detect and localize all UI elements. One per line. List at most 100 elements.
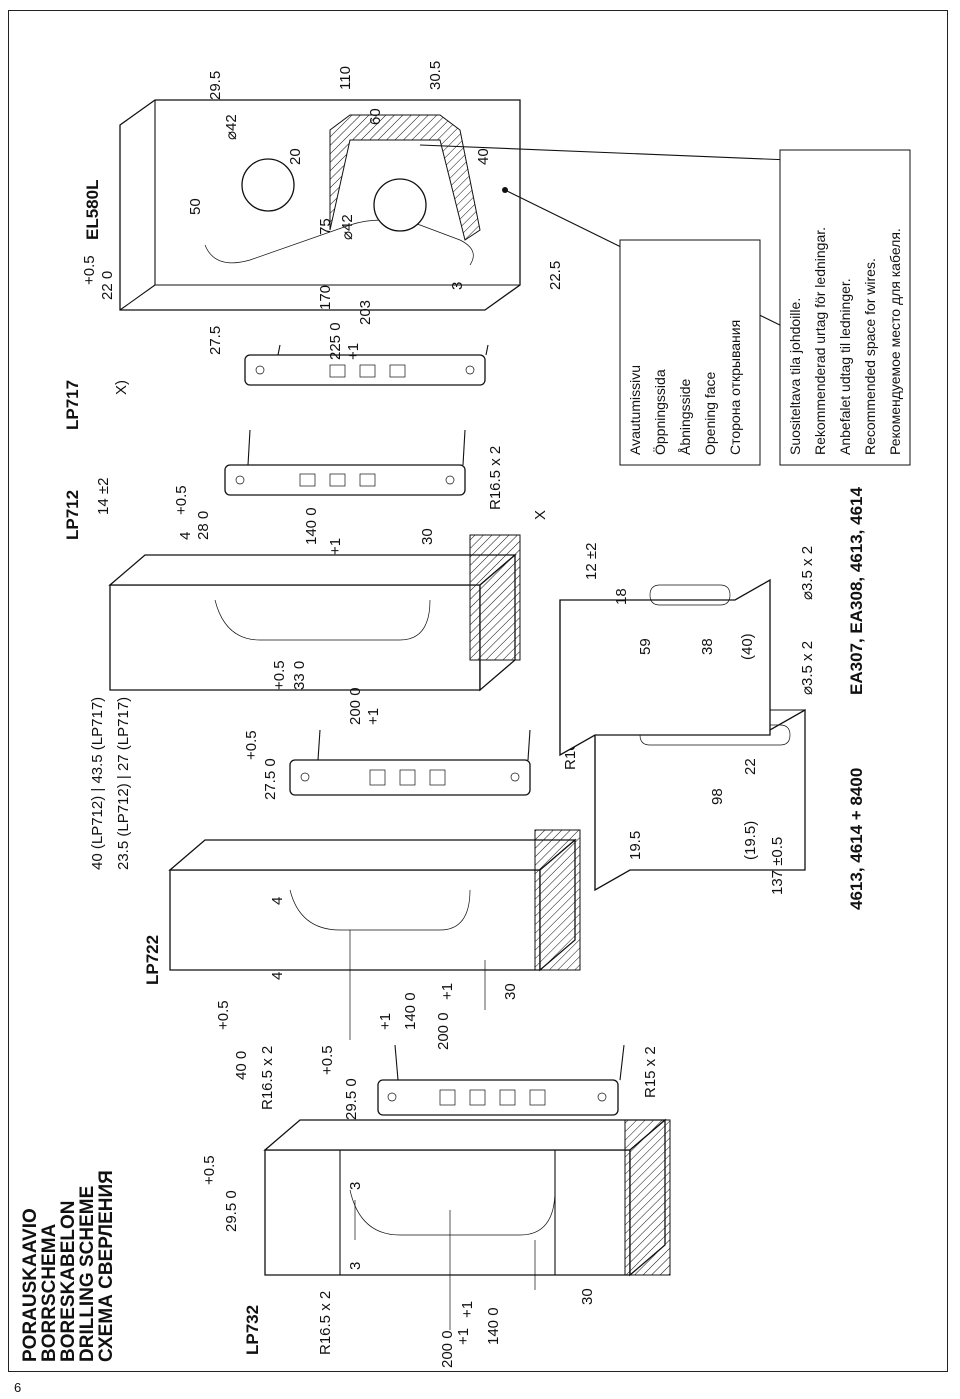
title-block: PORAUSKAAVIO BORRSCHEMA BORESKABELON DRI… [20, 1170, 117, 1362]
lp712-lp717-block: 40 (LP712) | 43.5 (LP717) 23.5 (LP712) |… [63, 344, 521, 870]
dim-label: +1 [439, 983, 456, 1000]
dim-label: 203 [357, 300, 374, 325]
dim-label: 30 [419, 528, 436, 545]
title-line: СХЕМА СВЕРЛЕНИЯ [96, 1170, 117, 1362]
dim-label: ⌀3.5 x 2 [799, 641, 816, 695]
legend-line: Сторона открывания [727, 320, 743, 455]
dim-label: 4 [177, 532, 194, 540]
dim-label: 18 [613, 588, 630, 605]
dim-label: 40 [475, 148, 492, 165]
dim-label: 4 [269, 972, 286, 980]
dim-label: 3 [449, 282, 466, 290]
dim-label: +0.5 [81, 255, 98, 285]
page-frame [8, 10, 948, 1372]
lp722-block: LP722 40 0 +0.5 4 4 R16.5 x 2 +1 140 0 2… [143, 706, 581, 1110]
dim-label: 29.5 [207, 71, 224, 100]
dim-label: ⌀3.5 x 2 [799, 546, 816, 600]
title-line: DRILLING SCHEME [77, 1186, 98, 1362]
dim-label: 98 [709, 788, 726, 805]
dim-label: +1 [377, 1013, 394, 1030]
el580l-block: EL580L 22 0 +0.5 50 27.5 ⌀42 29.5 20 75 … [81, 61, 791, 360]
dim-label: 50 [187, 198, 204, 215]
dim-label: 33 0 [291, 661, 308, 690]
dim-label: (40) [739, 633, 756, 660]
dim-label: 110 [337, 66, 354, 90]
dim-label: 140 0 [303, 507, 320, 545]
dim-label: 3 [347, 1262, 364, 1270]
dim-label: (19.5) [742, 821, 759, 860]
model-lp722: LP722 [143, 935, 162, 985]
dim-label: 28 0 [195, 511, 212, 540]
dim-label: +1 [345, 343, 362, 360]
page-number: 6 [14, 1380, 22, 1395]
lp732-block: LP732 200 0 +1 140 0 +1 30 3 [201, 1044, 671, 1368]
dim-label: +1 [459, 1301, 476, 1318]
dim-label: 27.5 [207, 326, 224, 355]
dim-label: 200 0 [435, 1012, 452, 1050]
dim-label: 200 0 [439, 1330, 456, 1368]
dim-label: 12 ±2 [583, 543, 600, 580]
legend-line: Avautumissivu [627, 365, 643, 455]
dim-label: 19.5 [627, 831, 644, 860]
dim-label: +0.5 [243, 730, 260, 760]
dim-label: 22 [742, 758, 759, 775]
dim-label: R16.5 x 2 [259, 1046, 276, 1110]
note-line: Recommended space for wires. [862, 258, 878, 455]
model-el580l: EL580L [83, 180, 102, 240]
legend-line: Opening face [702, 372, 718, 455]
dim-label: 75 [317, 218, 334, 235]
dim-label: 29.5 0 [343, 1078, 360, 1120]
note-line: Rekommenderad urtag för ledningar. [812, 227, 828, 455]
dim-label: 40 (LP712) | 43.5 (LP717) [89, 697, 106, 870]
model-4613-group: 4613, 4614 + 8400 [847, 768, 866, 910]
model-lp732: LP732 [243, 1305, 262, 1355]
note-line: Рекомендуемое место для кабеля. [887, 228, 903, 455]
dim-label: 23.5 (LP712) | 27 (LP717) [115, 697, 132, 870]
ea-group-block: ⌀3.5 x 2 ⌀3.5 x 2 19.5 (19.5) 137 ±0.5 9… [532, 487, 866, 910]
dim-label: 30 [502, 983, 519, 1000]
dim-label: +0.5 [319, 1045, 336, 1075]
dim-label: 22.5 [547, 261, 564, 290]
dim-label: 140 0 [402, 992, 419, 1030]
dim-label: 30.5 [427, 61, 444, 90]
dim-label: 60 [367, 108, 384, 125]
title-line: PORAUSKAAVIO [20, 1208, 41, 1362]
dim-label: 59 [637, 638, 654, 655]
dim-label: +0.5 [271, 660, 288, 690]
dim-label: 27.5 0 [262, 758, 279, 800]
dim-label: +0.5 [201, 1155, 218, 1185]
dim-label: 140 0 [485, 1307, 502, 1345]
dim-label: 20 [287, 148, 304, 165]
dim-label: +0.5 [173, 485, 190, 515]
dim-label: +1 [327, 538, 344, 555]
wires-note: Suositeltava tila johdoille. Rekommender… [779, 149, 911, 466]
dim-label: 4 [269, 897, 286, 905]
dim-label: R16.5 x 2 [317, 1291, 334, 1355]
model-ea-group: EA307, EA308, 4613, 4614 [847, 487, 866, 695]
dim-label: 225 0 [327, 322, 344, 360]
dim-label: +0.5 [215, 1000, 232, 1030]
dim-label: +1 [365, 708, 382, 725]
dim-label: 137 ±0.5 [769, 837, 786, 895]
model-lp717: LP717 [63, 380, 82, 430]
dim-label: 29.5 0 [223, 1190, 240, 1232]
dim-label: 22 0 [99, 271, 116, 300]
dim-label: 14 ±2 [95, 478, 112, 515]
dim-label: X [532, 510, 549, 520]
dim-label: 170 [317, 285, 334, 310]
dim-label: +1 [455, 1328, 472, 1345]
dim-label: 3 [347, 1182, 364, 1190]
note-line: Suositeltava tila johdoille. [787, 298, 803, 455]
dim-label: ⌀42 [339, 214, 356, 240]
dim-label: 30 [579, 1288, 596, 1305]
note-line: Anbefalet udtag til ledninger. [837, 278, 853, 455]
legend-line: Öppningssida [651, 369, 668, 455]
dim-label: 40 0 [233, 1051, 250, 1080]
model-lp712: LP712 [63, 490, 82, 540]
dim-label: ⌀42 [223, 114, 240, 140]
dim-label: R16.5 x 2 [487, 446, 504, 510]
dim-label: 200 0 [347, 687, 364, 725]
dim-label: 38 [699, 638, 716, 655]
